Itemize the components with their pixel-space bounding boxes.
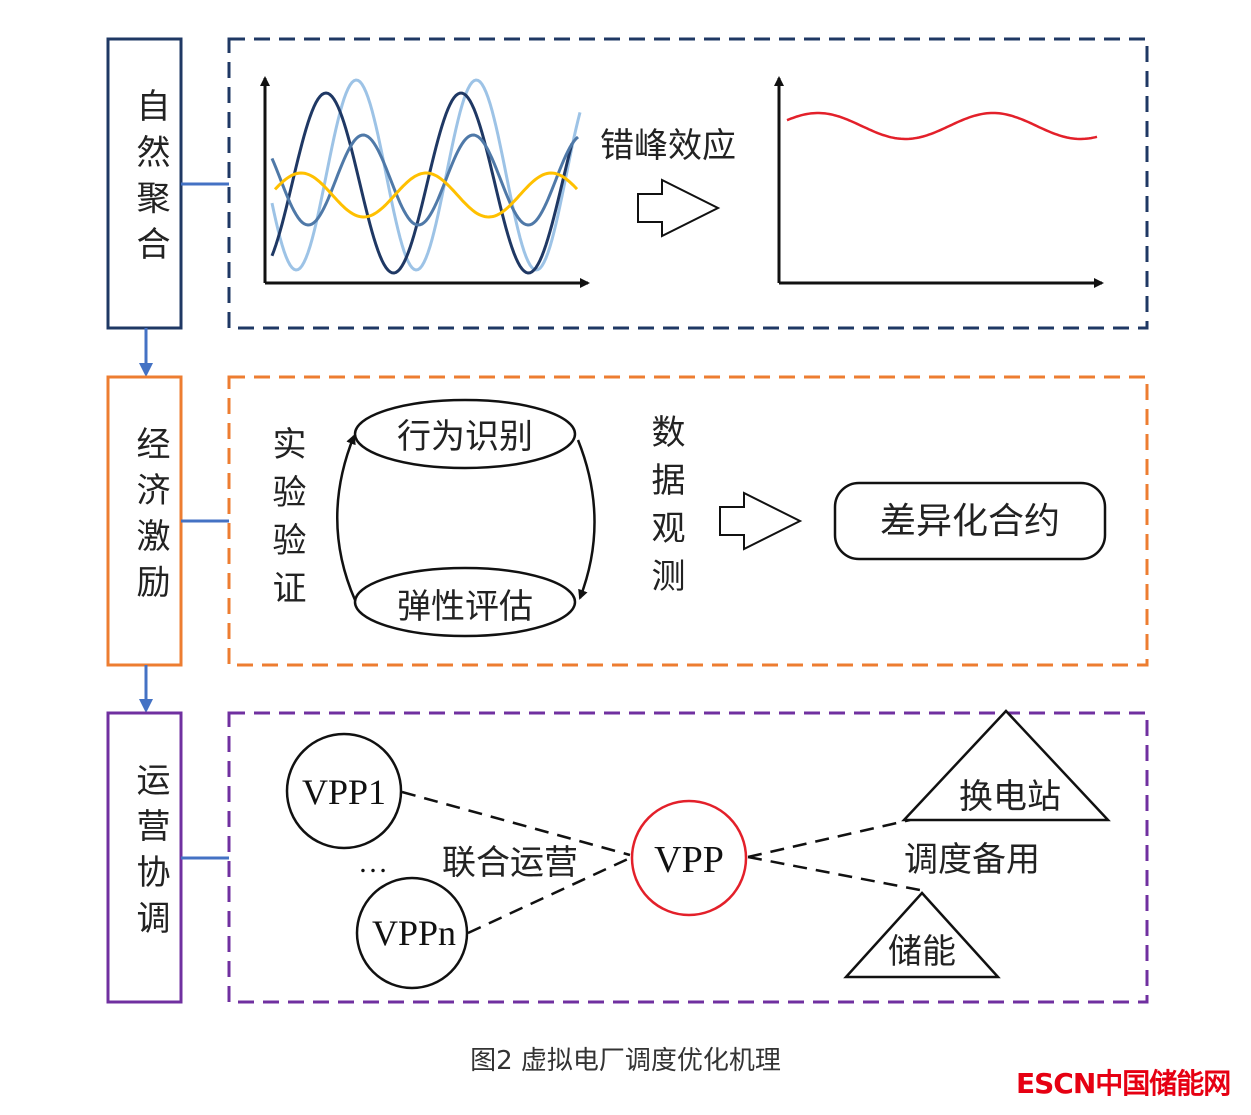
stage-label: 经济激励 <box>130 426 170 610</box>
load-curve <box>270 78 582 272</box>
dashed-panel <box>227 375 1149 667</box>
smoothed-curve <box>786 111 1098 141</box>
vppn-label: VPPn <box>372 913 456 953</box>
vpp-node <box>630 799 748 917</box>
dashed-link <box>467 856 631 935</box>
behavior-recognition-label: 行为识别 <box>397 417 533 457</box>
vpp-label: VPP <box>654 839 724 881</box>
experiment-label: 实验验证 <box>266 426 306 618</box>
load-curve <box>270 91 574 275</box>
elasticity-evaluation-node <box>353 566 577 638</box>
swap-station-label: 换电站 <box>959 777 1061 817</box>
storage-triangle <box>843 891 1001 979</box>
joint-operation-label: 联合运营 <box>442 843 578 883</box>
figure-caption: 图2 虚拟电厂调度优化机理 <box>470 1046 781 1076</box>
vpp1-label: VPP1 <box>302 772 386 812</box>
stage-operation-coordination: 运营协调 VPP1 … VPPn 联合运营 VPP 换电站 调度备用 储能 <box>106 709 1149 1004</box>
behavior-recognition-node <box>353 398 577 470</box>
data-observation-label: 数据观测 <box>645 414 685 606</box>
fluctuating-load-curves <box>270 78 582 275</box>
cycle-arrow-left <box>336 434 357 601</box>
hollow-arrow-icon <box>719 491 803 551</box>
hollow-arrow-icon <box>637 178 721 238</box>
differentiated-contract-box <box>833 481 1107 561</box>
stage-economic-incentive: 经济激励 实验验证 行为识别 弹性评估 数据观测 差异化合约 <box>106 375 1149 667</box>
dashed-panel <box>227 37 1149 330</box>
cycle-arrow-right <box>576 439 596 600</box>
swap-station-triangle <box>901 709 1111 822</box>
stage-natural-aggregation: 自然聚合 错峰效应 <box>106 37 1149 330</box>
differentiated-contract-label: 差异化合约 <box>880 501 1060 542</box>
load-curve <box>270 133 580 227</box>
stage-label: 运营协调 <box>130 762 170 946</box>
dashed-link <box>747 818 911 859</box>
load-curve <box>273 171 579 219</box>
vpp1-node <box>285 732 403 850</box>
dashed-link <box>747 855 921 892</box>
storage-label: 储能 <box>888 932 956 972</box>
dashed-panel <box>227 711 1149 1004</box>
elasticity-evaluation-label: 弹性评估 <box>397 587 533 627</box>
watermark-logo: ESCN中国储能网 <box>1016 1067 1231 1100</box>
ellipsis: … <box>358 846 388 879</box>
vppn-node <box>355 876 469 990</box>
dispatch-reserve-label: 调度备用 <box>904 840 1040 880</box>
peak-shifting-label: 错峰效应 <box>600 126 736 166</box>
dashed-link <box>401 790 631 857</box>
stage-label: 自然聚合 <box>130 88 170 272</box>
